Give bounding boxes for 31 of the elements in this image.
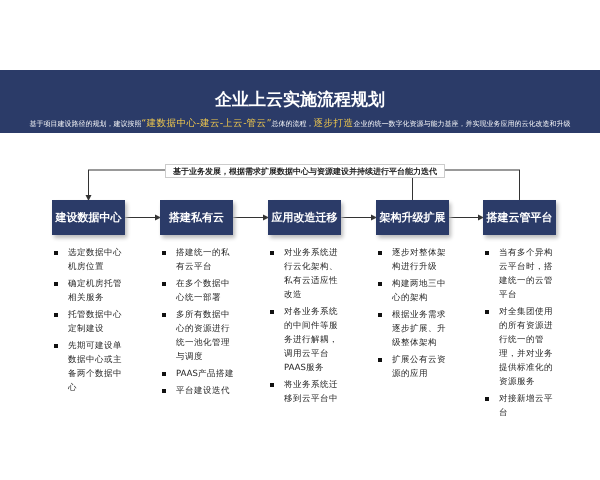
note-box: 基于业务发展，根据需求扩展数据中心与资源建设并持续进行平台能力迭代 [165,164,445,178]
list-item: 构建两地三中心的架构 [377,277,453,305]
list-item: 在多个数据中心统一部署 [161,277,237,305]
list-item: 当有多个异构云平台时，搭建统一的云管平台 [484,246,560,302]
list-item: 对全集团使用的所有资源进行统一的管理，并对业务提供标准化的资源服务 [484,305,560,389]
arrow [124,214,161,220]
list-item: 根据业务需求逐步扩展、升级整体架构 [377,308,453,350]
arrow [340,214,377,220]
list-item: 将业务系统迁移到云平台中 [269,378,345,406]
arrow [448,214,484,220]
process-box: 架构升级扩展 [376,200,449,235]
list-item: 先期可建设单数据中心或主备两个数据中心 [53,339,129,395]
list-item: 扩展公有云资源的应用 [377,353,453,381]
list-item: 确定机房托管相关服务 [53,277,129,305]
process-box: 搭建云管平台 [483,200,556,235]
list-item: 选定数据中心机房位置 [53,246,129,274]
list-item: 托管数据中心定制建设 [53,308,129,336]
list-item: 多所有数据中心的资源进行统一池化管理与调度 [161,308,237,364]
list-item: PAAS产品搭建 [161,367,237,381]
list-item: 逐步对整体架构进行升级 [377,246,453,274]
list-item: 对各业务系统的中间件等服务进行解耦，调用云平台PAAS服务 [269,305,345,375]
process-box: 搭建私有云 [160,200,233,235]
list-item: 对业务系统进行云化架构、私有云适应性改造 [269,246,345,302]
list-item: 对接新增云平台 [484,392,560,420]
list-item: 搭建统一的私有云平台 [161,246,237,274]
process-box: 应用改造迁移 [268,200,341,235]
title: 企业上云实施流程规划 [214,89,386,111]
process-box: 建设数据中心 [52,200,125,235]
list-item: 平台建设迭代 [161,384,237,398]
arrow [86,170,166,201]
arrow [232,214,269,220]
